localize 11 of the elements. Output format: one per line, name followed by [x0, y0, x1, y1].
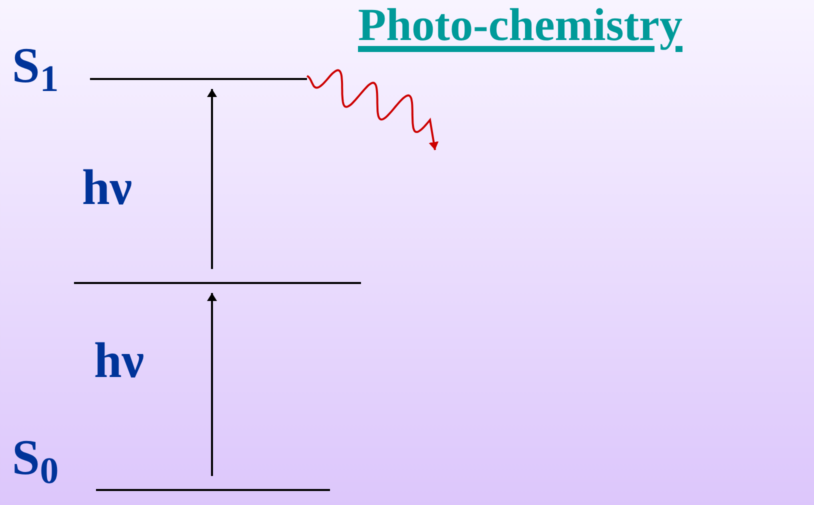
edge-label: hν: [94, 335, 144, 385]
state-label: S$_{1}$: [12, 40, 59, 90]
excitation-arrow: [207, 293, 217, 476]
title: Photo-chemistry: [358, 2, 682, 48]
wavy-arrow: [306, 69, 439, 150]
edge-label: hν: [82, 162, 132, 212]
state-label: S$_{0}$: [12, 432, 59, 482]
energy-level-line: [90, 78, 307, 80]
energy-level-line: [96, 489, 330, 491]
energy-level-line: [74, 282, 361, 284]
excitation-arrow: [207, 89, 217, 269]
